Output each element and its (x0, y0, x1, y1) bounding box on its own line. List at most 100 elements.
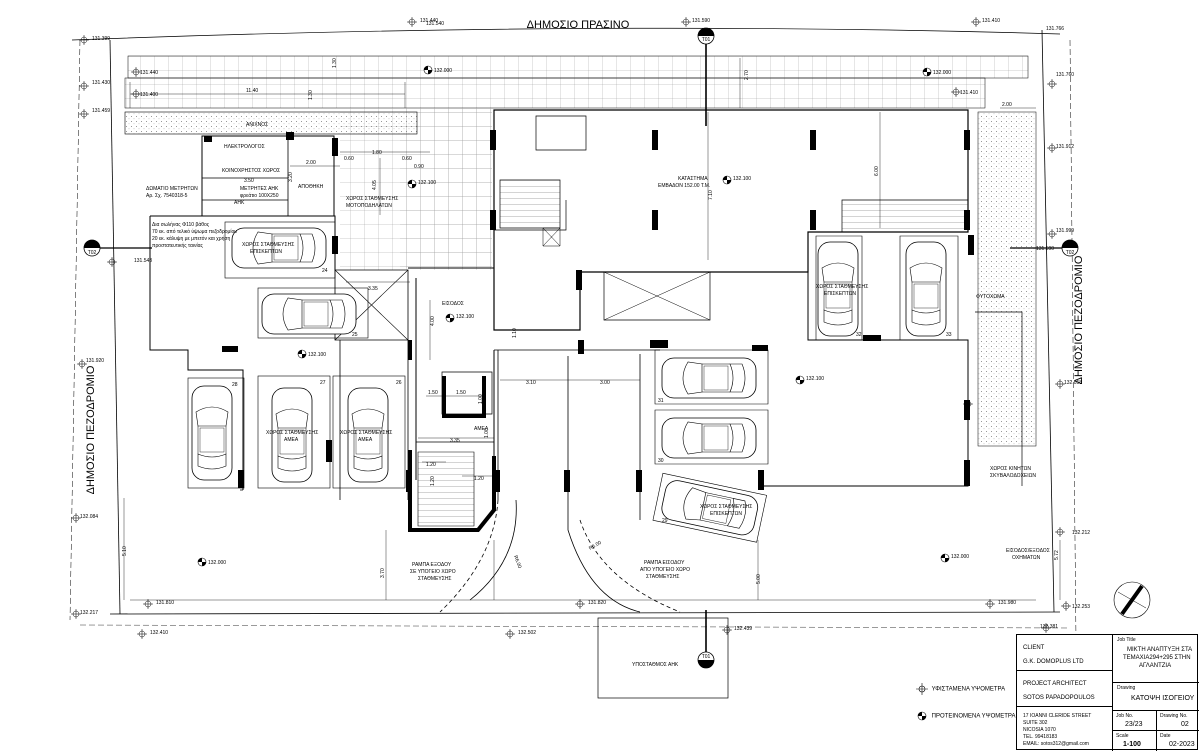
drawing-no-label: Drawing No. (1160, 713, 1188, 719)
spot-number: 27 (320, 380, 326, 386)
label-moto-2: ΜΟΤΟΠΟΔΗΛΑΤΩΝ (346, 203, 392, 209)
entrance-core (408, 267, 660, 527)
label-park-ep: ΧΩΡΟΣ ΣΤΑΘΜΕΥΣΗΣ (242, 242, 294, 248)
wall (636, 470, 642, 492)
spot-number: 24 (322, 268, 328, 274)
label-ramp-entry: ΡΑΜΠΑ ΕΙΣΟΔΟΥ (644, 560, 685, 566)
level-text: 132.381 (1040, 624, 1058, 630)
job-title-line-3: ΑΓΛΑΝΤΖΙΑ (1139, 663, 1172, 669)
level-text: 131.440 (140, 70, 158, 76)
car-spot-25 (261, 293, 357, 335)
substation (597, 617, 729, 699)
road-top-label: ΔΗΜΟΣΙΟ ΠΡΑΣΙΝΟ (527, 19, 630, 31)
tb-client-cell: CLIENT G.K. DOMOPLUS LTD (1017, 635, 1113, 671)
address-line: TEL. 99418183 (1023, 734, 1058, 740)
level-text: 132.439 (734, 626, 752, 632)
shop-block (493, 109, 969, 331)
label-ramp-exit-2: ΣΕ ΥΠΟΓΕΙΟ ΧΩΡΟ (410, 569, 456, 575)
dim-value: 0.60 (402, 156, 412, 162)
label-amea-a-2: ΑΜΕΑ (284, 437, 299, 443)
section-marker-bottom: T01 (697, 610, 715, 669)
label-dom-metriton: ΔΩΜΑΤΙΟ ΜΕΤΡΗΤΩΝ (146, 186, 198, 192)
shop-columns (490, 130, 974, 290)
level-text: 132.100 (806, 376, 824, 382)
level-text: 131.590 (1036, 246, 1054, 252)
dim-value: 6.00 (874, 166, 880, 176)
drawing-no: 02 (1181, 721, 1189, 728)
level-text: 132.100 (418, 180, 436, 186)
label-koinoxristos: ΚΟΙΝΟΧΡΗΣΤΟΣ ΧΩΡΟΣ (222, 168, 280, 174)
dim-value: 3.50 (244, 178, 254, 184)
level-text: 132.502 (518, 630, 536, 636)
legend-existing-label: ΥΦΙΣΤΑΜΕΝΑ ΥΨΟΜΕΤΡΑ (931, 686, 1006, 693)
architect-label: PROJECT ARCHITECT (1023, 681, 1087, 687)
section-marker-top: T01 (697, 27, 715, 126)
job-no-label: Job No. (1116, 713, 1134, 719)
dim-value: 3.10 (526, 380, 536, 386)
tb-drawing-cell: Drawing ΚΑΤΟΨΗ ΙΣΟΓΕΙΟΥ (1113, 683, 1199, 711)
spot-number: 28 (232, 382, 238, 388)
label-moto: ΧΩΡΟΣ ΣΤΑΘΜΕΥΣΗΣ (346, 196, 398, 202)
scale-label: Scale (1116, 733, 1129, 739)
label-ramp-exit-3: ΣΤΑΘΜΕΥΣΗΣ (418, 576, 452, 582)
dim-value: 7.10 (708, 190, 714, 200)
level-text: 132.058 (1064, 380, 1082, 386)
level-text: 131.760 (1056, 72, 1074, 78)
label-amea-wc: ΑΜΕΑ (474, 426, 489, 432)
tiled-area-2 (400, 108, 492, 268)
legend-proposed: ΠΡΟΤΕΙΝΟΜΕΝΑ ΥΨΟΜΕΤΡΑ (914, 710, 1015, 722)
road-right-label: ΔΗΜΟΣΙΟ ΠΕΖΟΔΡΟΜΙΟ (1073, 255, 1085, 384)
label-amea-b-2: ΑΜΕΑ (358, 437, 373, 443)
ramps (439, 350, 681, 613)
level-text: 132.100 (456, 314, 474, 320)
label-entry-exit: ΕΙΣΟΔΟΣ/ΕΞΟΔΟΣ (1006, 548, 1050, 554)
label-park-right: ΧΩΡΟΣ ΣΤΑΘΜΕΥΣΗΣ (816, 284, 868, 290)
level-text: 132.100 (308, 352, 326, 358)
tiled-forecourt (124, 77, 986, 109)
label-apothiki: ΑΠΟΘΗΚΗ (298, 184, 324, 190)
wall (222, 346, 238, 352)
wall (494, 470, 500, 492)
label-anixnos: ΑΝΙΧΝΟΣ (246, 122, 268, 128)
section-label-top: T01 (702, 37, 711, 43)
date-value: 02-2023 (1169, 741, 1195, 748)
dim-value: 0.60 (344, 156, 354, 162)
wall (326, 440, 332, 462)
level-text: 131.410 (960, 90, 978, 96)
wall (332, 138, 338, 156)
level-text: 132.410 (150, 630, 168, 636)
tb-architect-cell: PROJECT ARCHITECT SOTOS PAPADOPOULOS (1017, 671, 1113, 707)
level-text: 132.212 (1072, 530, 1090, 536)
parking-bays-left (187, 221, 406, 489)
architect-name: SOTOS PAPADOPOULOS (1023, 695, 1095, 701)
car-spot-30 (661, 417, 757, 459)
north-arrow-icon (1113, 581, 1151, 619)
dim-value: 3.35 (368, 286, 378, 292)
tb-scale-cell: Scale 1-100 (1113, 731, 1157, 751)
label-amea-a: ΧΩΡΟΣ ΣΤΑΘΜΕΥΣΗΣ (266, 430, 318, 436)
label-note-3: 20 εκ. κάλυψη με μπετόν και χρήση (152, 235, 231, 242)
level-text: 131.430 (92, 80, 110, 86)
dim-value: 2.70 (744, 70, 750, 80)
wall (204, 136, 212, 142)
section-marker-right: T02 (1010, 239, 1079, 257)
dim-value: 2.00 (1002, 102, 1012, 108)
job-title-line-1: ΜΙΚΤΗ ΑΝΑΠΤΥΞΗ ΣΤΑ (1127, 647, 1193, 653)
level-text: 132.000 (951, 554, 969, 560)
label-park-29-2: ΕΠΙΣΚΕΠΤΩΝ (710, 511, 742, 517)
level-text: 132.000 (208, 560, 226, 566)
level-text: 131.766 (1046, 26, 1064, 32)
level-text: 132.253 (1072, 604, 1090, 610)
wall (863, 335, 881, 341)
spot-number: 25 (352, 332, 358, 338)
level-text: 131.459 (92, 108, 110, 114)
dim-value: 1.00 (478, 394, 484, 404)
dim-value: 1.20 (474, 476, 484, 482)
dim-value: 1.30 (308, 90, 314, 100)
dim-value: 5.00 (756, 574, 762, 584)
dim-value: 3.00 (600, 380, 610, 386)
spot-number: 33 (946, 332, 952, 338)
dim-value: 1.30 (332, 58, 338, 68)
dim-value: 4.00 (430, 316, 436, 326)
